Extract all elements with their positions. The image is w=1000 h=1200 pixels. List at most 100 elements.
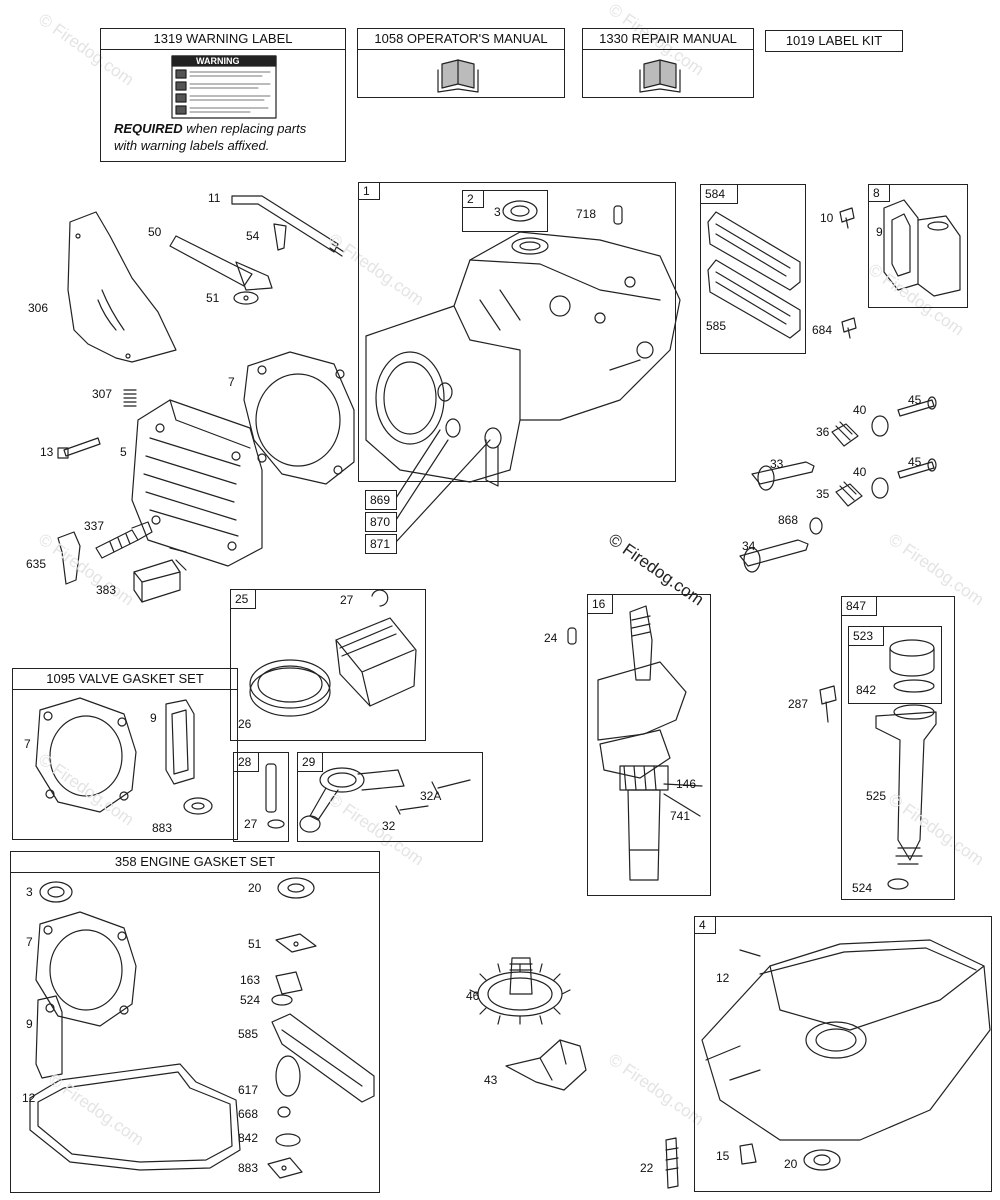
part-label: 842 xyxy=(856,683,877,697)
part-584-585-gaskets xyxy=(707,211,801,339)
part-15-plug xyxy=(739,1143,757,1165)
group-847-box xyxy=(841,596,955,900)
part-label: 43 xyxy=(484,1073,498,1087)
part-label: 163 xyxy=(240,973,261,987)
warning-label-header: 1319 WARNING LABEL xyxy=(101,29,345,50)
part-label: 5 xyxy=(120,445,127,459)
part-label: 9 xyxy=(876,225,883,239)
part-718-pin xyxy=(613,205,623,225)
part-label: 635 xyxy=(26,557,47,571)
part-label: 146 xyxy=(676,777,697,791)
part-4-sump xyxy=(701,939,991,1141)
label-kit-header: 1019 LABEL KIT xyxy=(785,33,883,48)
group-584-tag: 584 xyxy=(700,184,738,204)
part-10-screw xyxy=(839,207,855,229)
group-2-tag: 2 xyxy=(462,190,484,208)
part-label: 868 xyxy=(778,513,799,527)
part-635-boot xyxy=(57,531,81,585)
group-523-tag: 523 xyxy=(848,626,884,646)
operators-manual-book-icon xyxy=(437,59,479,93)
part-label: 35 xyxy=(816,487,830,501)
engine-gasket-set-box: 358 ENGINE GASKET SET xyxy=(10,851,380,1193)
part-label: 9 xyxy=(150,711,157,725)
required-note-bold: REQUIRED xyxy=(114,121,183,136)
part-307-spring xyxy=(123,389,137,407)
group-29-tag: 29 xyxy=(297,752,323,772)
part-label: 12 xyxy=(22,1091,36,1105)
part-label: 40 xyxy=(853,465,867,479)
part-label: 11 xyxy=(208,191,221,205)
repair-manual-header: 1330 REPAIR MANUAL xyxy=(583,29,753,50)
part-label: 12 xyxy=(716,971,730,985)
part-label: 668 xyxy=(238,1107,259,1121)
part-label: 883 xyxy=(238,1161,259,1175)
group-4-tag: 4 xyxy=(694,916,716,934)
part-11-tube xyxy=(231,195,345,257)
part-label: 45 xyxy=(908,393,922,407)
part-label: 20 xyxy=(248,881,262,895)
part-label: 718 xyxy=(576,207,597,221)
group-584-box xyxy=(700,184,806,354)
part-label: 51 xyxy=(248,937,262,951)
part-label: 617 xyxy=(238,1083,259,1097)
part-label: 9 xyxy=(26,1017,33,1031)
part-label: 3 xyxy=(26,885,33,899)
part-label: 306 xyxy=(28,301,49,315)
callout-871: 871 xyxy=(365,534,397,554)
group-1-tag: 1 xyxy=(358,182,380,200)
part-label: 524 xyxy=(852,881,873,895)
part-label: 46 xyxy=(466,989,480,1003)
part-label: 32A xyxy=(420,789,442,803)
part-label: 3 xyxy=(494,205,501,219)
group-28-tag: 28 xyxy=(233,752,259,772)
part-20-seal xyxy=(803,1149,841,1171)
part-24-pin xyxy=(567,627,577,645)
part-28-wrist-pin xyxy=(265,763,285,829)
part-label: 22 xyxy=(640,1161,654,1175)
part-label: 34 xyxy=(742,539,756,553)
callout-869: 869 xyxy=(365,490,397,510)
part-label: 27 xyxy=(340,593,354,607)
part-label: 585 xyxy=(706,319,727,333)
part-13-bolt xyxy=(57,437,101,459)
valve-gasket-set-header: 1095 VALVE GASKET SET xyxy=(13,669,237,690)
engine-gasket-set-header: 358 ENGINE GASKET SET xyxy=(11,852,379,873)
group-25-tag: 25 xyxy=(230,589,256,609)
group-4-box xyxy=(694,916,992,1192)
part-label: 585 xyxy=(238,1027,259,1041)
part-label: 287 xyxy=(788,697,809,711)
group-25-box xyxy=(230,589,426,741)
part-25-piston xyxy=(249,589,417,717)
required-note-line2: with warning labels affixed. xyxy=(114,138,270,153)
group-8-box xyxy=(868,184,968,308)
part-label: 741 xyxy=(670,809,691,823)
part-label: 842 xyxy=(238,1131,259,1145)
part-337-spark-plug xyxy=(95,521,153,559)
part-684-screw xyxy=(841,317,857,339)
group-28-box xyxy=(233,752,289,842)
part-label: 15 xyxy=(716,1149,730,1163)
part-label: 524 xyxy=(240,993,261,1007)
part-label: 54 xyxy=(246,229,260,243)
part-label: 883 xyxy=(152,821,173,835)
part-46-camshaft xyxy=(469,957,571,1025)
group-523-box xyxy=(848,626,942,704)
warning-sticker xyxy=(171,55,277,119)
part-label: 307 xyxy=(92,387,113,401)
required-note: REQUIRED when replacing parts with warni… xyxy=(114,120,306,154)
part-label: 10 xyxy=(820,211,834,225)
group-847-tag: 847 xyxy=(841,596,877,616)
group-2-box xyxy=(462,190,548,232)
part-29-connecting-rod xyxy=(299,767,471,833)
warning-label-box: 1319 WARNING LABEL xyxy=(100,28,346,162)
part-43-governor xyxy=(505,1039,587,1091)
part-valve-train xyxy=(739,396,937,573)
part-label: 337 xyxy=(84,519,105,533)
required-note-rest: when replacing parts xyxy=(182,121,307,136)
part-label: 32 xyxy=(382,819,396,833)
valve-gasket-set-box: 1095 VALVE GASKET SET xyxy=(12,668,238,840)
callout-lines xyxy=(395,429,491,543)
label-kit-box: 1019 LABEL KIT xyxy=(765,30,903,52)
